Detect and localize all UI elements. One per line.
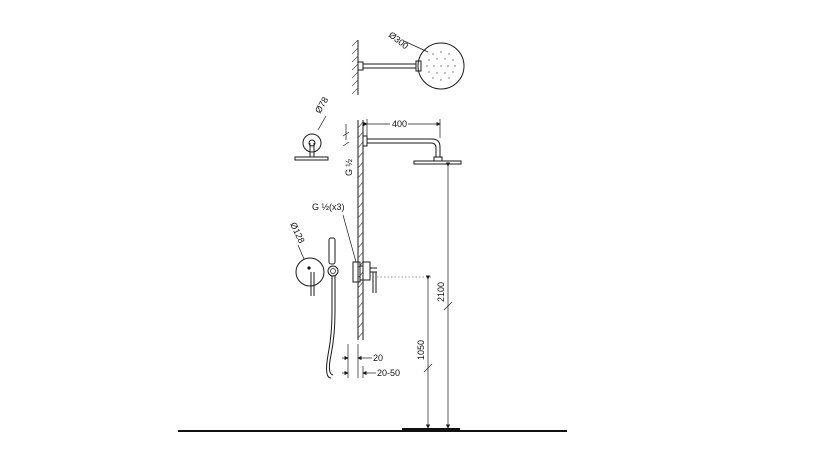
flange-diameter-label: Ø78 <box>313 95 330 115</box>
top-wall-hatch <box>351 39 359 95</box>
valve-thread-label: G ½(x3) <box>312 202 345 212</box>
flange-circle <box>302 133 322 153</box>
valve-plate-circle <box>295 257 325 287</box>
head-height-label: 2100 <box>436 282 446 302</box>
hand-shower-handle <box>328 237 336 265</box>
hand-shower-holder <box>327 265 339 277</box>
floor <box>178 428 567 432</box>
shower-head-nozzles <box>426 51 456 81</box>
plate-diameter-label: Ø128 <box>288 221 306 245</box>
round-shower-head <box>417 42 465 90</box>
top-view-group: Ø300 <box>351 30 465 95</box>
height-dimensions: 2100 1050 <box>416 162 453 429</box>
arm-length-label: 400 <box>392 119 407 129</box>
depth-min-label: 20 <box>373 353 383 363</box>
main-wall <box>357 120 364 340</box>
depth-dimensions: 20 20-50 <box>342 344 400 378</box>
shower-head-side <box>413 160 462 165</box>
arm-thread-label: G ½ <box>344 158 354 176</box>
mixer-valve-side: G ½(x3) <box>312 202 432 293</box>
depth-range-label: 20-50 <box>377 368 400 378</box>
top-arm-flange <box>357 61 364 71</box>
head-diameter-label: Ø300 <box>387 30 411 51</box>
shower-arm-side: 400 G ½ <box>342 118 462 176</box>
main-wall-hatch <box>357 121 364 339</box>
valve-height-label: 1050 <box>416 340 426 360</box>
hand-shower-group <box>326 237 339 379</box>
flange-detail-group: Ø78 <box>294 95 330 161</box>
front-plate-group: Ø128 <box>288 221 325 296</box>
